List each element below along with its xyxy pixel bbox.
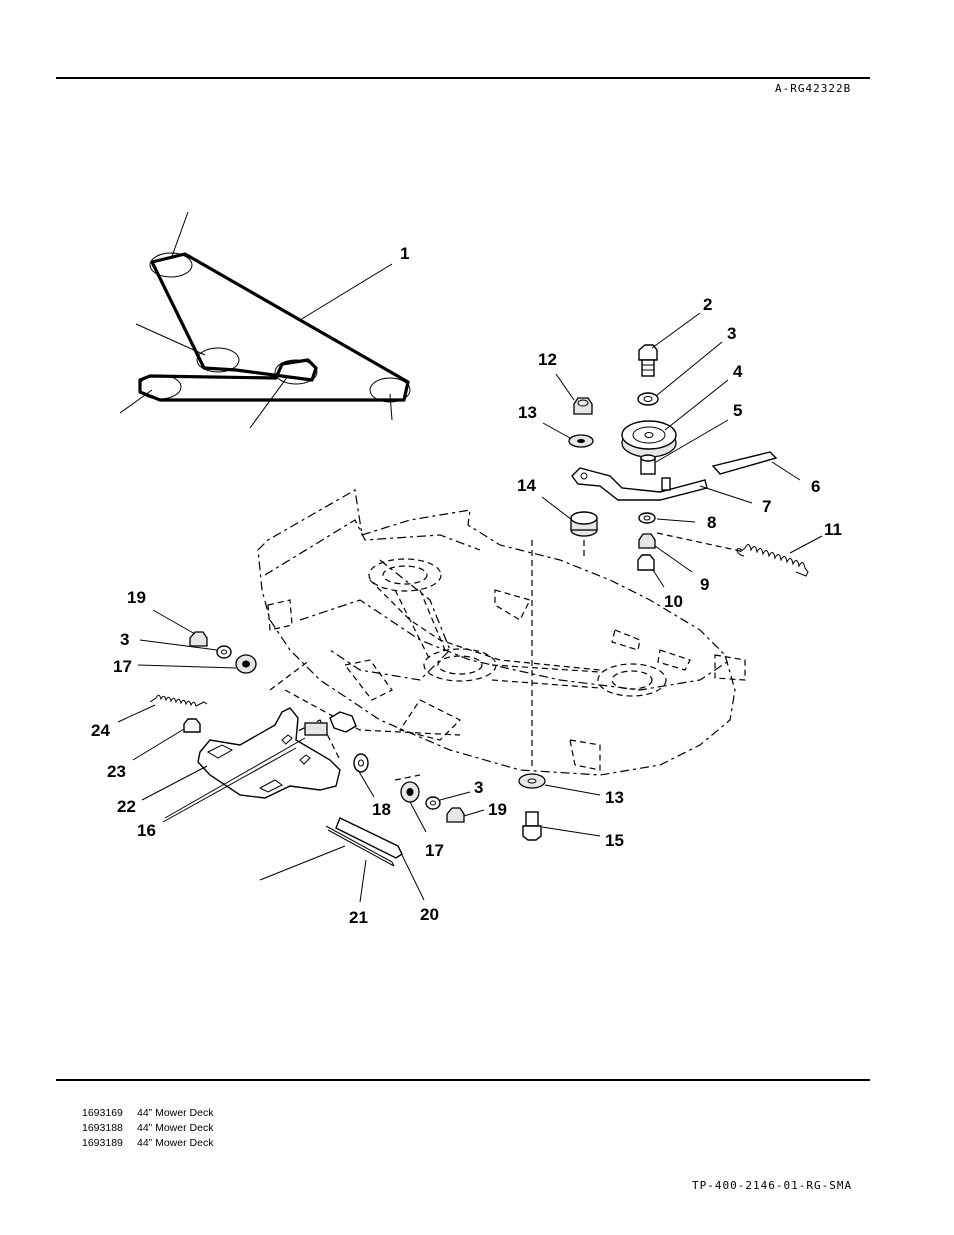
callout-23: 23 xyxy=(107,762,126,781)
hanger-assembly xyxy=(149,631,465,867)
leader-lines xyxy=(117,312,823,903)
callout-7: 7 xyxy=(762,497,771,516)
callout-17: 17 xyxy=(113,657,132,676)
callout-16: 16 xyxy=(137,821,156,840)
model-description: 44” Mower Deck xyxy=(137,1137,214,1149)
callout-8: 8 xyxy=(707,513,716,532)
callout-3: 3 xyxy=(727,324,736,343)
model-row: 1693188 44” Mower Deck xyxy=(82,1121,213,1136)
mower-deck-outline xyxy=(257,489,746,781)
callout-4: 4 xyxy=(733,362,743,381)
callout-6: 6 xyxy=(811,477,820,496)
footer-code: TP-400-2146-01-RG-SMA xyxy=(692,1179,853,1192)
callout-19: 19 xyxy=(127,588,146,607)
callout-numbers: 1 2 3 4 5 6 7 8 9 10 11 12 13 14 19 3 17… xyxy=(91,244,842,927)
model-row: 1693169 44” Mower Deck xyxy=(82,1106,213,1121)
callout-15: 15 xyxy=(605,831,624,850)
callout-21: 21 xyxy=(349,908,368,927)
model-number: 1693189 xyxy=(82,1137,123,1149)
callout-2: 2 xyxy=(703,295,712,314)
model-row: 1693189 44” Mower Deck xyxy=(82,1136,213,1151)
callout-18: 18 xyxy=(372,800,391,819)
callout-9: 9 xyxy=(700,575,709,594)
idler-assembly xyxy=(518,344,809,841)
callout-13: 13 xyxy=(605,788,624,807)
callout-14: 14 xyxy=(517,476,536,495)
footer-rule xyxy=(56,1079,870,1081)
callout-22: 22 xyxy=(117,797,136,816)
model-description: 44” Mower Deck xyxy=(137,1107,214,1119)
callout-3: 3 xyxy=(474,778,483,797)
callout-12: 12 xyxy=(538,350,557,369)
callout-5: 5 xyxy=(733,401,742,420)
header-rule xyxy=(56,77,870,79)
model-number: 1693169 xyxy=(82,1107,123,1119)
callout-10: 10 xyxy=(664,592,683,611)
callout-24: 24 xyxy=(91,721,110,740)
callout-17: 17 xyxy=(425,841,444,860)
callout-11: 11 xyxy=(824,520,842,539)
belt-routing-diagram xyxy=(119,211,411,429)
model-description: 44” Mower Deck xyxy=(137,1122,214,1134)
header-code: A-RG42322B xyxy=(775,82,852,95)
callout-13: 13 xyxy=(518,403,537,422)
callout-1: 1 xyxy=(400,244,409,263)
model-number: 1693188 xyxy=(82,1122,123,1134)
callout-19: 19 xyxy=(488,800,507,819)
model-list: 1693169 44” Mower Deck 1693188 44” Mower D… xyxy=(82,1106,213,1151)
callout-3: 3 xyxy=(120,630,129,649)
callout-20: 20 xyxy=(420,905,439,924)
